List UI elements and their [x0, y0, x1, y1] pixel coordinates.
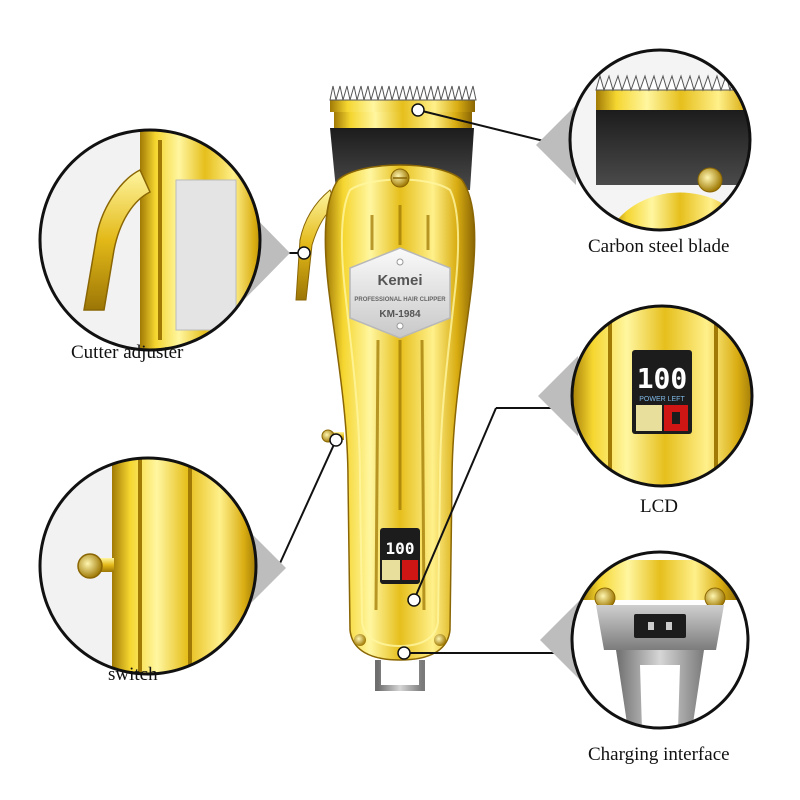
callout-lcd: 100 POWER LEFT	[538, 304, 754, 488]
callout-charging-interface	[540, 550, 750, 730]
body-lcd-reading: 100	[386, 539, 415, 558]
callout-cutter-adjuster	[38, 128, 290, 352]
lcd-zoom-reading: 100	[637, 362, 688, 395]
brand-name: Kemei	[377, 272, 422, 289]
label-switch: switch	[108, 664, 158, 685]
model-number: KM-1984	[379, 309, 421, 320]
body-lcd: 100	[380, 528, 420, 584]
label-charging-interface: Charging interface	[588, 744, 730, 765]
brand-badge	[349, 247, 451, 339]
lcd-zoom-caption: POWER LEFT	[639, 396, 685, 403]
label-carbon-steel-blade: Carbon steel blade	[588, 236, 730, 257]
blade-teeth	[329, 85, 477, 130]
label-cutter-adjuster: Cutter adjuster	[71, 342, 184, 363]
clipper-main-body: Kemei PROFESSIONAL HAIR CLIPPER KM-1984 …	[295, 85, 477, 691]
callout-carbon-steel-blade	[536, 48, 752, 232]
label-lcd: LCD	[640, 496, 678, 517]
brand-tagline: PROFESSIONAL HAIR CLIPPER	[354, 297, 446, 303]
callout-switch	[38, 456, 286, 676]
